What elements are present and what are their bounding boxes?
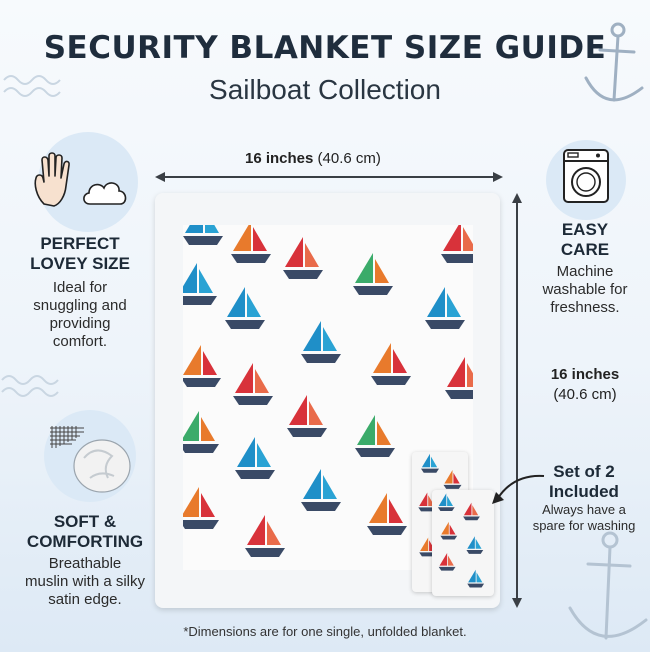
height-label: 16 inches (40.6 cm) — [530, 365, 640, 405]
width-cm: (40.6 cm) — [317, 150, 381, 167]
waves-icon — [1, 375, 59, 397]
lovey-text: Ideal for snuggling and providing comfor… — [33, 279, 127, 350]
cloud-icon — [83, 182, 127, 205]
anchor-icon — [568, 531, 648, 640]
anchor-icon — [584, 22, 644, 102]
care-text: Machine washable for freshness. — [542, 263, 628, 316]
fabric-swatch-icon — [50, 426, 131, 493]
footnote: *Dimensions are for one single, unfolded… — [183, 624, 467, 639]
lovey-heading: PERFECT LOVEY SIZE — [30, 234, 130, 273]
washing-machine-icon — [563, 149, 609, 203]
care-heading: EASY CARE — [560, 220, 610, 259]
height-arrow — [512, 193, 522, 608]
width-arrow — [155, 172, 503, 182]
soft-heading: SOFT & COMFORTING — [26, 512, 144, 551]
pointer-arrow — [492, 474, 545, 504]
set-text: Always have a spare for washing — [532, 502, 636, 533]
mini-blanket-front — [432, 490, 494, 596]
waves-icon — [3, 75, 61, 97]
height-cm: (40.6 cm) — [553, 386, 617, 403]
set-heading: Set of 2 Included — [549, 462, 619, 501]
hand-icon — [34, 152, 70, 207]
page-title: SECURITY BLANKET SIZE GUIDE — [43, 30, 607, 66]
soft-text: Breathable muslin with a silky satin edg… — [24, 555, 146, 608]
height-inches: 16 inches — [550, 366, 620, 383]
width-inches: 16 inches — [245, 150, 314, 167]
page-subtitle: Sailboat Collection — [209, 74, 441, 105]
width-label: 16 inches (40.6 cm) — [245, 150, 381, 167]
